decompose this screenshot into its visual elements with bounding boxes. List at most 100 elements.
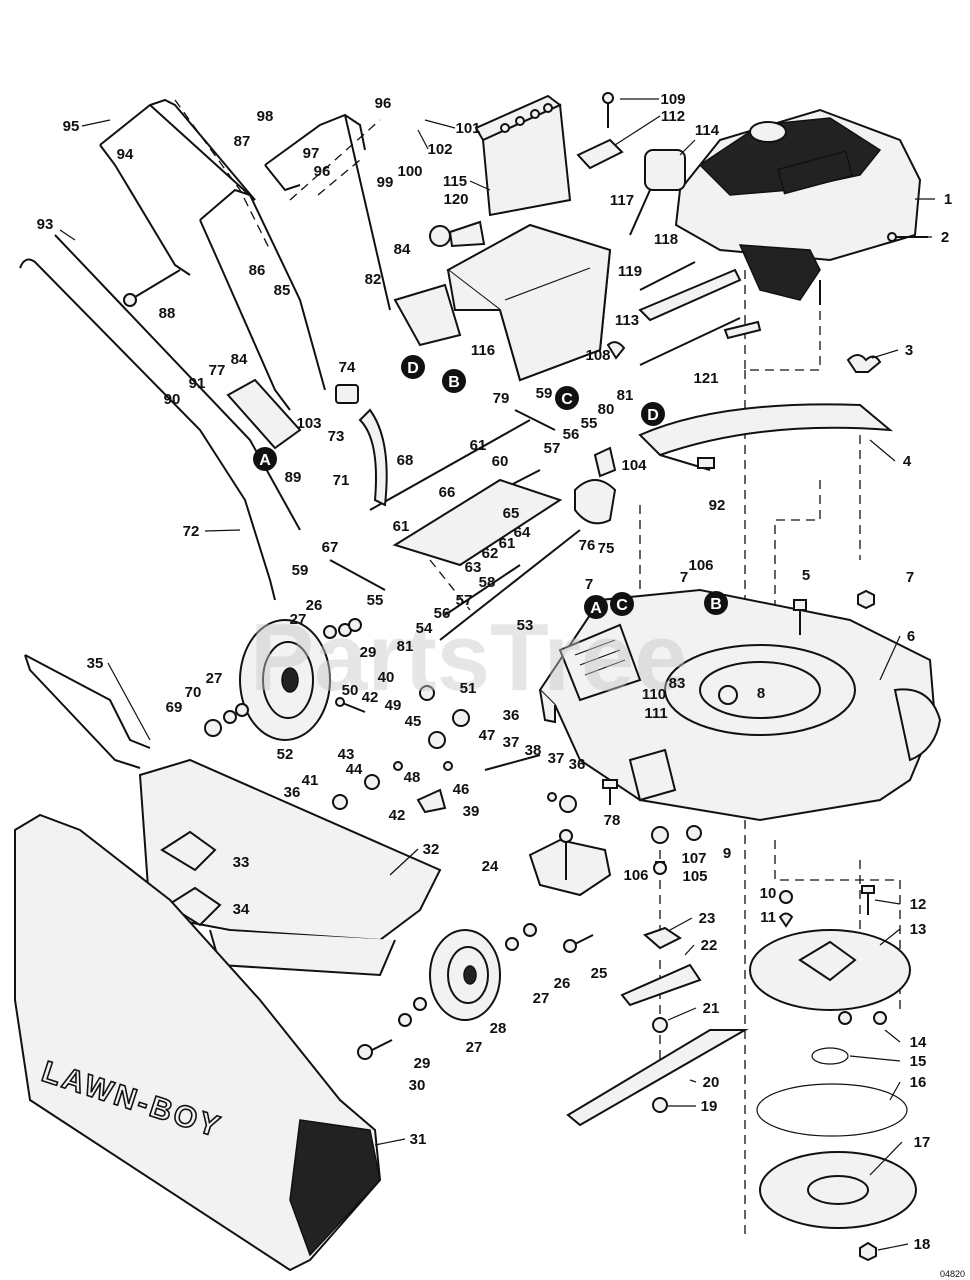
- callout-36: 36: [569, 756, 586, 773]
- callout-106: 106: [688, 557, 713, 574]
- callout-120: 120: [443, 191, 468, 208]
- callout-119: 119: [618, 263, 642, 280]
- bolt-88: [123, 269, 181, 307]
- callout-36: 36: [503, 707, 520, 724]
- callout-63: 63: [465, 559, 482, 576]
- callout-2: 2: [941, 229, 949, 246]
- blade-hardware: [602, 779, 875, 1113]
- callout-28: 28: [490, 1020, 507, 1037]
- badge-c-1: C: [555, 386, 579, 410]
- callout-31: 31: [410, 1131, 427, 1148]
- callout-94: 94: [117, 146, 134, 163]
- callout-67: 67: [322, 539, 339, 556]
- callout-45: 45: [405, 713, 422, 730]
- svg-text:D: D: [647, 407, 659, 424]
- callout-114: 114: [695, 122, 720, 139]
- callout-9: 9: [723, 845, 731, 862]
- callout-81: 81: [397, 638, 414, 655]
- callout-97: 97: [303, 145, 320, 162]
- callout-53: 53: [517, 617, 534, 634]
- callout-48: 48: [404, 769, 421, 786]
- cam-plate-24: [528, 829, 612, 897]
- callout-83: 83: [669, 675, 686, 692]
- callout-90: 90: [164, 391, 181, 408]
- callout-47: 47: [479, 727, 496, 744]
- callout-73: 73: [328, 428, 345, 445]
- coil-114: [629, 149, 686, 236]
- rings-15-16: [756, 1047, 908, 1137]
- callout-37: 37: [548, 750, 565, 767]
- deck: [538, 588, 942, 822]
- callout-14: 14: [910, 1034, 927, 1051]
- callout-96: 96: [375, 95, 392, 112]
- callout-38: 38: [525, 742, 542, 759]
- callout-106: 106: [623, 867, 648, 884]
- starter-plate-13: [749, 929, 911, 1025]
- callout-103: 103: [296, 415, 321, 432]
- chute-32: [138, 758, 442, 977]
- callout-6: 6: [907, 628, 915, 645]
- svg-text:B: B: [448, 374, 460, 391]
- upper-handle-98: [264, 113, 391, 311]
- switch-120: [429, 220, 486, 248]
- lower-handle-87: [99, 98, 256, 276]
- callout-115: 115: [443, 173, 467, 190]
- callout-55: 55: [367, 592, 384, 609]
- callout-101: 101: [455, 120, 480, 137]
- callout-5: 5: [802, 567, 810, 584]
- callout-44: 44: [346, 761, 363, 778]
- callout-27: 27: [533, 990, 550, 1007]
- callout-61: 61: [470, 437, 487, 454]
- callout-75: 75: [598, 540, 615, 557]
- drawing-code: 04820: [940, 1269, 965, 1279]
- callout-86: 86: [249, 262, 266, 279]
- callout-34: 34: [233, 901, 250, 918]
- callout-108: 108: [585, 347, 610, 364]
- callout-64: 64: [514, 524, 531, 541]
- callout-57: 57: [544, 440, 561, 457]
- callout-110: 110: [642, 686, 666, 703]
- callout-84: 84: [394, 241, 411, 258]
- svg-text:D: D: [407, 360, 419, 377]
- callout-25: 25: [591, 965, 608, 982]
- callout-29: 29: [360, 644, 377, 661]
- callout-51: 51: [460, 680, 477, 697]
- callout-46: 46: [453, 781, 470, 798]
- callout-36: 36: [284, 784, 301, 801]
- washers-and-axle-parts: [204, 564, 594, 1060]
- callout-1: 1: [944, 191, 952, 208]
- callout-92: 92: [709, 497, 726, 514]
- callout-41: 41: [302, 772, 319, 789]
- callout-102: 102: [427, 141, 452, 158]
- callout-7: 7: [585, 576, 593, 593]
- callout-17: 17: [914, 1134, 931, 1151]
- nut-7: [857, 589, 875, 610]
- callout-112: 112: [661, 108, 685, 125]
- callout-21: 21: [703, 1000, 720, 1017]
- rear-wheel: [429, 929, 501, 1021]
- callout-10: 10: [760, 885, 777, 902]
- callout-11: 11: [760, 909, 776, 926]
- callout-42: 42: [362, 689, 379, 706]
- callout-50: 50: [342, 682, 359, 699]
- bracket-82: [393, 283, 462, 347]
- callout-3: 3: [905, 342, 913, 359]
- callout-69: 69: [166, 699, 183, 716]
- front-wheel: [239, 619, 331, 741]
- svg-text:A: A: [259, 452, 271, 469]
- wire-frame-35: [24, 654, 151, 769]
- callout-99: 99: [377, 174, 394, 191]
- badge-c-2: C: [610, 592, 634, 616]
- badge-d-1: D: [401, 355, 425, 379]
- callout-56: 56: [563, 426, 580, 443]
- callout-8: 8: [757, 685, 765, 702]
- callout-12: 12: [910, 896, 927, 913]
- cone-17: [759, 1151, 917, 1262]
- callout-113: 113: [615, 312, 639, 329]
- callout-98: 98: [257, 108, 274, 125]
- callout-76: 76: [579, 537, 596, 554]
- battery: [474, 94, 572, 217]
- callout-18: 18: [914, 1236, 931, 1253]
